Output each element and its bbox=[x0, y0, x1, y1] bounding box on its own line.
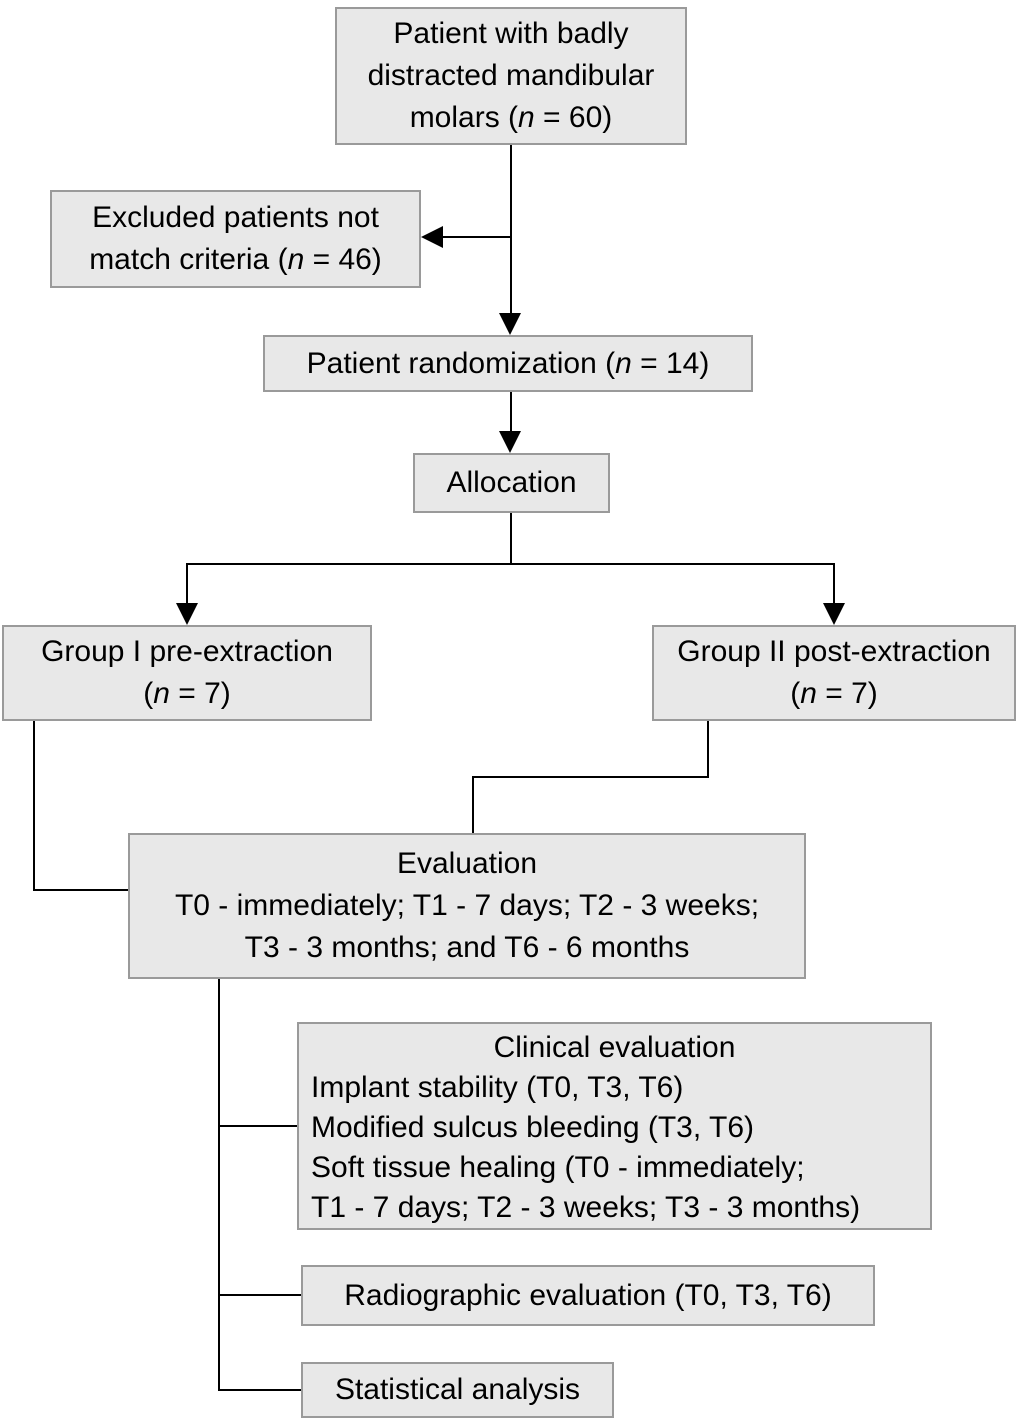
connector-evaluation-trunk bbox=[218, 979, 220, 1391]
node-excluded-text: Excluded patients not match criteria (n … bbox=[89, 197, 382, 281]
group2-n: n bbox=[800, 677, 817, 710]
evaluation-line3: T3 - 3 months; and T6 - 6 months bbox=[244, 931, 690, 964]
node-clinical-text: Clinical evaluation Implant stability (T… bbox=[299, 1028, 930, 1228]
group2-line2-pre: ( bbox=[790, 677, 801, 710]
patients-line2: distracted mandibular bbox=[367, 59, 655, 92]
connector-group2-to-evaluation bbox=[472, 776, 474, 833]
connector-randomization-to-allocation bbox=[510, 392, 512, 433]
arrowhead-group1 bbox=[176, 603, 198, 625]
arrowhead-excluded bbox=[421, 226, 443, 248]
node-randomization: Patient randomization (n = 14) bbox=[263, 335, 753, 392]
node-randomization-text: Patient randomization (n = 14) bbox=[307, 343, 710, 385]
excluded-line2-pre: match criteria ( bbox=[89, 243, 288, 276]
group2-line1: Group II post-extraction bbox=[677, 635, 991, 668]
group1-n: n bbox=[153, 677, 170, 710]
node-radiographic-evaluation: Radiographic evaluation (T0, T3, T6) bbox=[301, 1265, 875, 1326]
node-group1-text: Group I pre-extraction (n = 7) bbox=[41, 631, 333, 715]
node-allocation: Allocation bbox=[413, 453, 610, 513]
connector-trunk-to-clinical bbox=[218, 1125, 297, 1127]
connector-split-to-group1 bbox=[186, 563, 188, 604]
arrowhead-randomization bbox=[499, 313, 521, 335]
excluded-line2-post: = 46) bbox=[304, 243, 382, 276]
clinical-line2: Modified sulcus bleeding (T3, T6) bbox=[311, 1111, 754, 1144]
connector-allocation-to-split bbox=[510, 513, 512, 565]
randomization-post: = 14) bbox=[631, 346, 710, 380]
node-patients: Patient with badly distracted mandibular… bbox=[335, 7, 687, 145]
connector-group2-down bbox=[707, 721, 709, 778]
clinical-line1: Implant stability (T0, T3, T6) bbox=[311, 1071, 684, 1104]
patients-line3-pre: molars ( bbox=[409, 101, 519, 134]
arrowhead-group2 bbox=[823, 603, 845, 625]
group1-line2-pre: ( bbox=[143, 677, 154, 710]
patients-n: n bbox=[518, 101, 535, 134]
randomization-pre: Patient randomization ( bbox=[306, 346, 616, 380]
clinical-line3: Soft tissue healing (T0 - immediately; bbox=[311, 1151, 805, 1184]
evaluation-line2: T0 - immediately; T1 - 7 days; T2 - 3 we… bbox=[174, 889, 760, 922]
connector-split-to-group2 bbox=[833, 563, 835, 604]
connector-split-bar bbox=[186, 563, 835, 565]
excluded-line1: Excluded patients not bbox=[92, 201, 379, 234]
group2-line2-post: = 7) bbox=[816, 677, 878, 710]
connector-trunk-to-statistical bbox=[218, 1389, 301, 1391]
statistical-label: Statistical analysis bbox=[334, 1373, 581, 1406]
connector-group1-down bbox=[33, 721, 35, 891]
connector-patients-to-randomization bbox=[510, 145, 512, 315]
node-evaluation: Evaluation T0 - immediately; T1 - 7 days… bbox=[128, 833, 806, 979]
patients-line1: Patient with badly bbox=[393, 17, 629, 50]
evaluation-title: Evaluation bbox=[396, 847, 538, 880]
connector-trunk-to-radiographic bbox=[218, 1294, 301, 1296]
connector-group2-across bbox=[472, 776, 709, 778]
connector-to-excluded bbox=[441, 236, 511, 238]
radiographic-label: Radiographic evaluation (T0, T3, T6) bbox=[344, 1278, 832, 1312]
node-group1: Group I pre-extraction (n = 7) bbox=[2, 625, 372, 721]
node-clinical-evaluation: Clinical evaluation Implant stability (T… bbox=[297, 1022, 932, 1230]
node-excluded: Excluded patients not match criteria (n … bbox=[50, 190, 421, 288]
excluded-n: n bbox=[287, 243, 305, 276]
node-statistical-analysis: Statistical analysis bbox=[301, 1362, 614, 1418]
node-evaluation-text: Evaluation T0 - immediately; T1 - 7 days… bbox=[175, 843, 759, 969]
node-group2-text: Group II post-extraction (n = 7) bbox=[677, 631, 990, 715]
patients-line3-post: = 60) bbox=[534, 101, 613, 134]
node-group2: Group II post-extraction (n = 7) bbox=[652, 625, 1016, 721]
randomization-n: n bbox=[615, 346, 632, 380]
node-patients-text: Patient with badly distracted mandibular… bbox=[368, 13, 655, 139]
clinical-line4: T1 - 7 days; T2 - 3 weeks; T3 - 3 months… bbox=[311, 1191, 861, 1224]
arrowhead-allocation bbox=[499, 431, 521, 453]
allocation-label: Allocation bbox=[446, 466, 577, 499]
group1-line1: Group I pre-extraction bbox=[41, 635, 333, 668]
clinical-title: Clinical evaluation bbox=[493, 1031, 736, 1064]
group1-line2-post: = 7) bbox=[169, 677, 231, 710]
connector-group1-to-evaluation bbox=[33, 889, 128, 891]
